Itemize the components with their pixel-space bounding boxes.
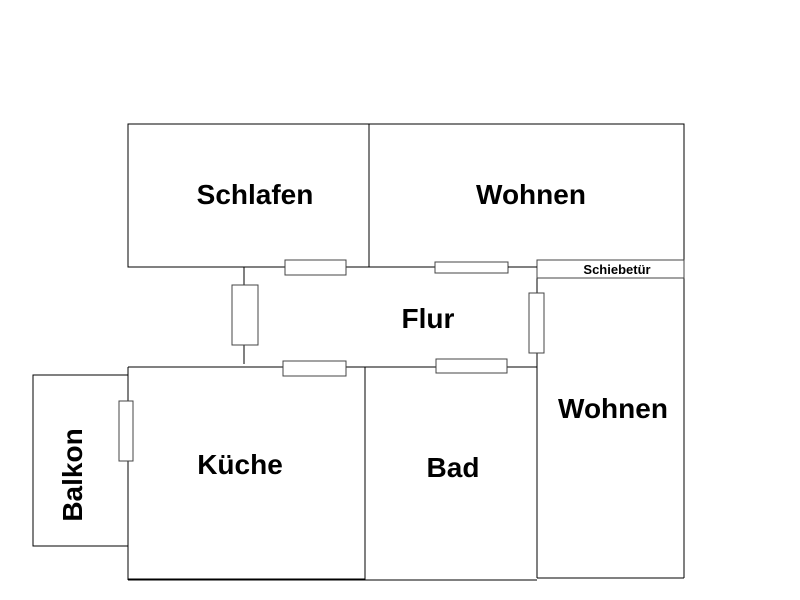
room-label-flur: Flur <box>402 303 455 334</box>
room-label-wohnen-right: Wohnen <box>558 393 668 424</box>
room-label-balkon: Balkon <box>57 428 88 521</box>
labels: Schlafen Wohnen Flur Wohnen Küche Bad Ba… <box>57 179 668 522</box>
door-kueche <box>282 360 347 377</box>
walls <box>32 123 685 581</box>
door-flur-left <box>231 284 259 346</box>
room-label-wohnen-top: Wohnen <box>476 179 586 210</box>
room-label-kueche: Küche <box>197 449 283 480</box>
room-label-schlafen: Schlafen <box>197 179 314 210</box>
schiebetuer-label: Schiebetür <box>583 262 650 277</box>
door-wohnen-right <box>528 292 545 354</box>
door-bad <box>435 358 508 374</box>
door-balkon <box>118 400 134 462</box>
door-wohnen-top <box>434 261 509 274</box>
doors <box>118 259 685 462</box>
schiebetuer-box <box>536 259 685 279</box>
door-schlafen <box>284 259 347 276</box>
room-label-bad: Bad <box>427 452 480 483</box>
